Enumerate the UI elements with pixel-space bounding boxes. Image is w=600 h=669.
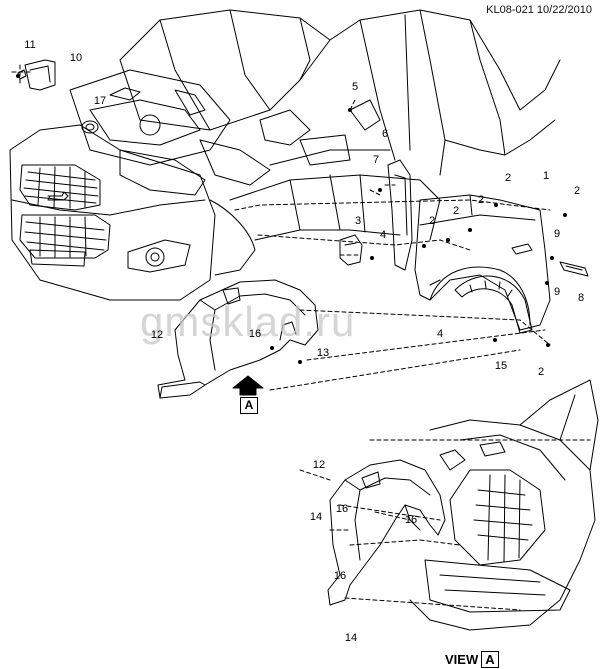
bracket-part-10 <box>17 59 56 91</box>
bracket-part-3 <box>339 234 363 266</box>
callout-5: 5 <box>351 81 359 93</box>
callout-2d: 2 <box>452 205 460 217</box>
callout-2b: 2 <box>573 185 581 197</box>
callout-4a: 4 <box>379 229 387 241</box>
view-a-marker: A <box>240 397 258 414</box>
callout-8: 8 <box>577 292 585 304</box>
callout-11: 11 <box>24 39 36 51</box>
callout-17: 17 <box>93 95 107 107</box>
callout-2e: 2 <box>428 215 436 227</box>
callout-14a: 14 <box>309 511 323 523</box>
callout-4b: 4 <box>436 328 444 340</box>
side-repeater-part-9 <box>511 243 533 255</box>
callout-2f: 2 <box>537 366 545 378</box>
drawing-code: KL08-021 10/22/2010 <box>486 4 592 16</box>
callout-16c: 16 <box>404 514 418 526</box>
view-a-assembly <box>327 379 599 631</box>
callout-9a: 9 <box>553 228 561 240</box>
callout-12a: 12 <box>150 329 164 341</box>
callout-14b: 14 <box>344 632 358 644</box>
fender-bracket-part-6 <box>387 159 413 271</box>
grommet-part-17 <box>81 120 99 134</box>
callout-6: 6 <box>381 128 389 140</box>
callout-16a: 16 <box>248 328 262 340</box>
callout-16b: 16 <box>335 503 349 515</box>
leader-lines-top <box>9 64 551 391</box>
wheel-arch-molding <box>454 275 533 334</box>
callout-9b: 9 <box>553 286 561 298</box>
view-caption-letter: A <box>481 651 499 668</box>
callout-10: 10 <box>69 52 83 64</box>
wheelhouse-liner-part-12 <box>157 279 319 399</box>
fastener-points <box>16 74 567 364</box>
callout-2c: 2 <box>477 194 485 206</box>
leader-lines-bottom <box>299 439 591 611</box>
callout-12b: 12 <box>312 459 326 471</box>
view-arrow <box>232 375 264 396</box>
callout-15: 15 <box>494 360 508 372</box>
view-caption-text: VIEW <box>445 652 479 667</box>
vehicle-front-structure <box>9 9 561 301</box>
callout-2a: 2 <box>504 172 512 184</box>
callout-1: 1 <box>542 170 550 182</box>
callout-16d: 16 <box>333 570 347 582</box>
callout-7: 7 <box>372 154 380 166</box>
watermark: gmsklad.ru <box>140 298 356 345</box>
front-fender-part-1 <box>414 194 551 331</box>
callout-13: 13 <box>316 347 330 359</box>
side-emblem-part-8 <box>559 261 589 277</box>
callout-3: 3 <box>354 215 362 227</box>
